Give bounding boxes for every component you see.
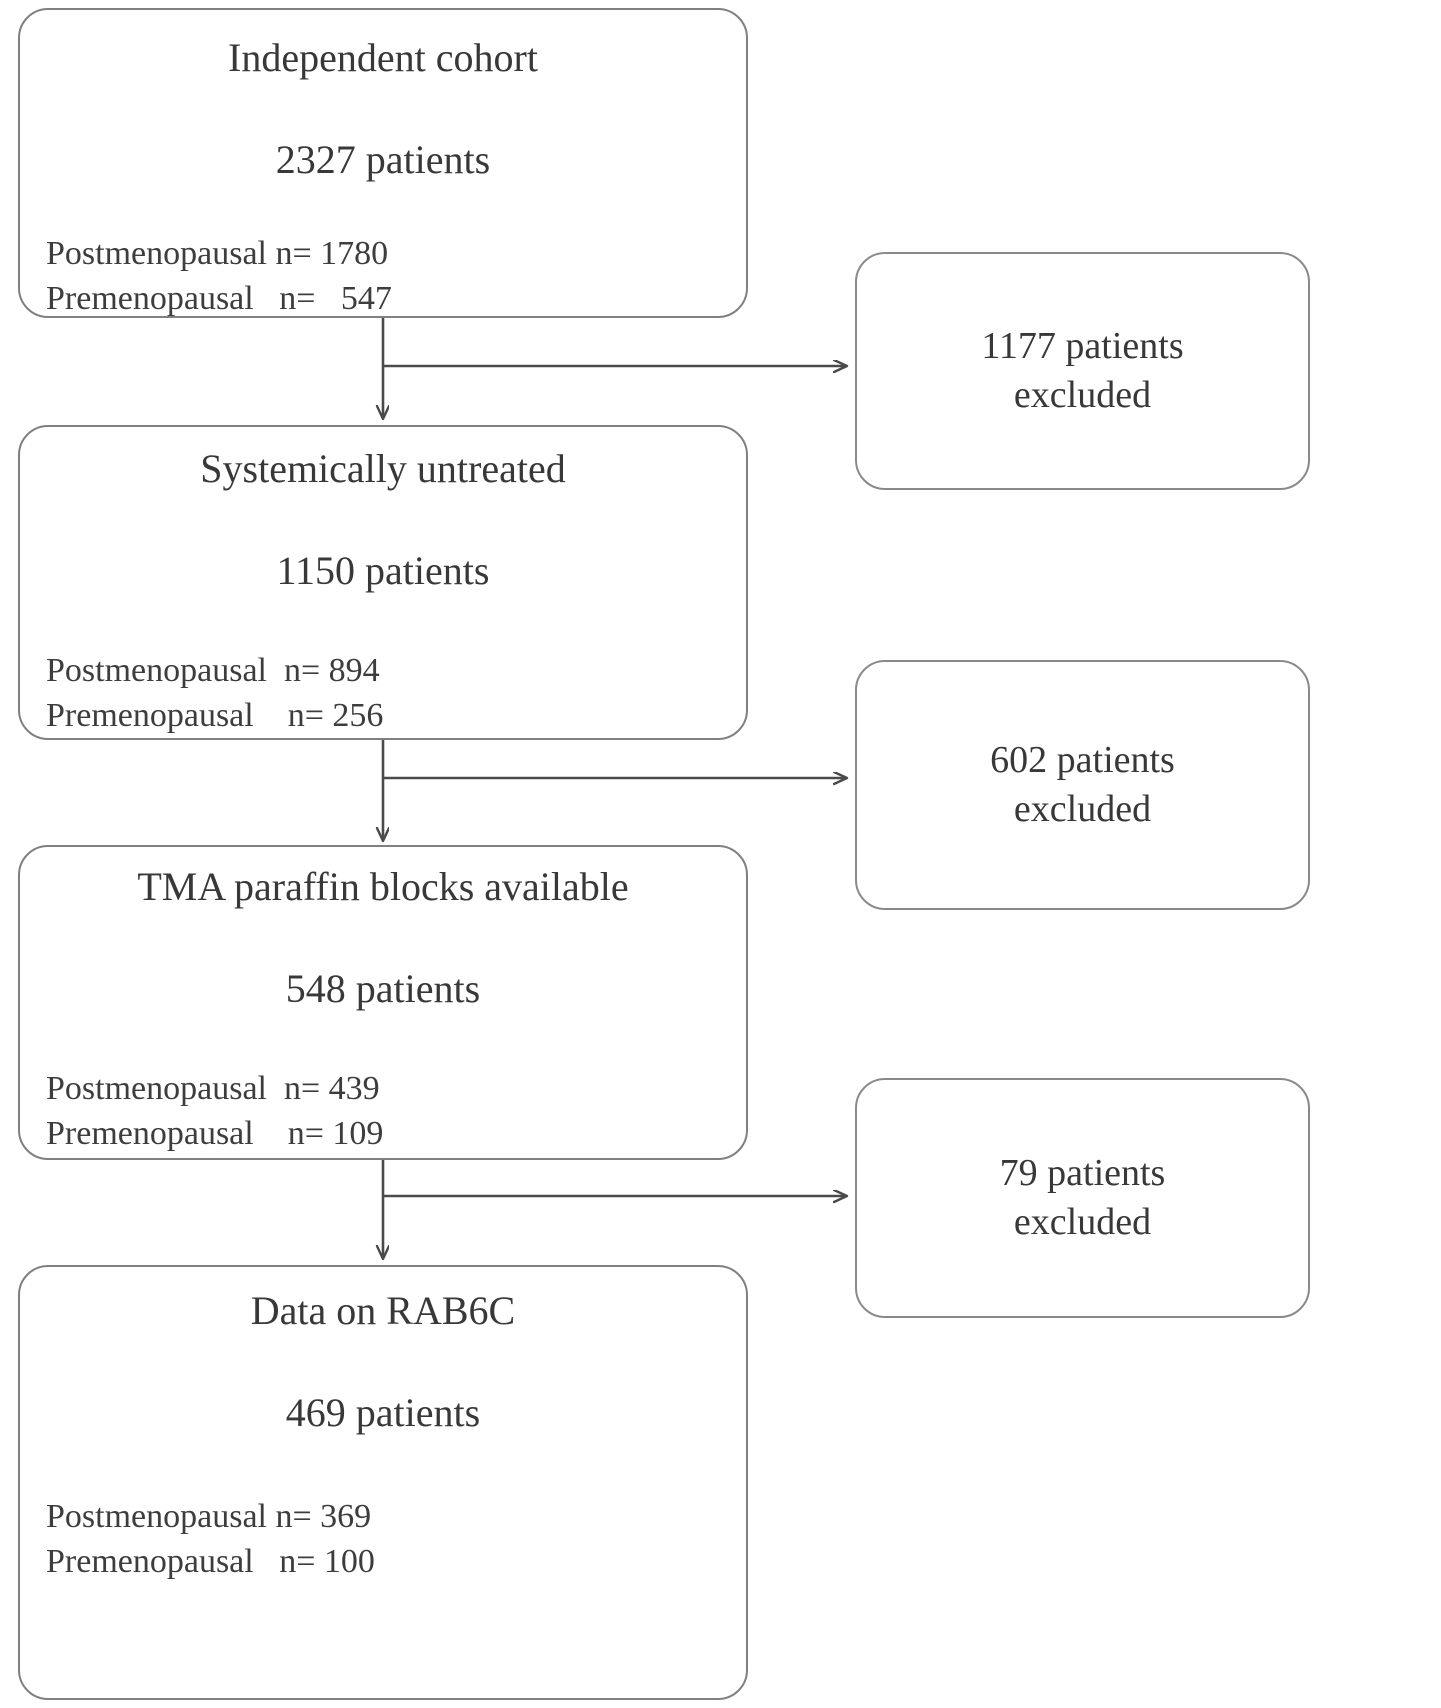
stage-title: Data on RAB6C — [250, 1288, 516, 1333]
exclusion-box-3: 79 patients excluded — [855, 1078, 1310, 1318]
stage-title: Systemically untreated — [200, 446, 566, 491]
stage-breakdown: Postmenopausal n= 894 Premenopausal n= 2… — [46, 652, 384, 734]
exclusion-label-line: excluded — [1013, 788, 1152, 830]
stage-box-tma-paraffin-blocks-available: TMA paraffin blocks available 548 patien… — [18, 845, 748, 1160]
exclusion-label-line: excluded — [1013, 1201, 1152, 1243]
stage-box-data-on-rab6c: Data on RAB6C 469 patients Postmenopausa… — [18, 1265, 748, 1700]
stage-breakdown: Postmenopausal n= 439 Premenopausal n= 1… — [46, 1070, 384, 1152]
stage-breakdown: Postmenopausal n= 369 Premenopausal n= 1… — [46, 1498, 375, 1580]
stage-count: 2327 patients — [275, 137, 491, 182]
stage-count: 1150 patients — [276, 548, 490, 593]
stage-count: 469 patients — [285, 1390, 481, 1435]
exclusion-box-1: 1177 patients excluded — [855, 252, 1310, 490]
stage-title: TMA paraffin blocks available — [137, 864, 629, 909]
exclusion-count-line: 79 patients — [999, 1152, 1166, 1195]
exclusion-count-line: 1177 patients — [981, 325, 1184, 368]
stage-title: Independent cohort — [228, 35, 538, 80]
stage-count: 548 patients — [285, 966, 481, 1011]
exclusion-count-line: 602 patients — [990, 739, 1175, 782]
stage-box-independent-cohort: Independent cohort 2327 patients Postmen… — [18, 8, 748, 318]
exclusion-label-line: excluded — [1013, 374, 1152, 416]
exclusion-box-2: 602 patients excluded — [855, 660, 1310, 910]
stage-box-systemically-untreated: Systemically untreated 1150 patients Pos… — [18, 425, 748, 740]
stage-breakdown: Postmenopausal n= 1780 Premenopausal n= … — [46, 235, 392, 317]
